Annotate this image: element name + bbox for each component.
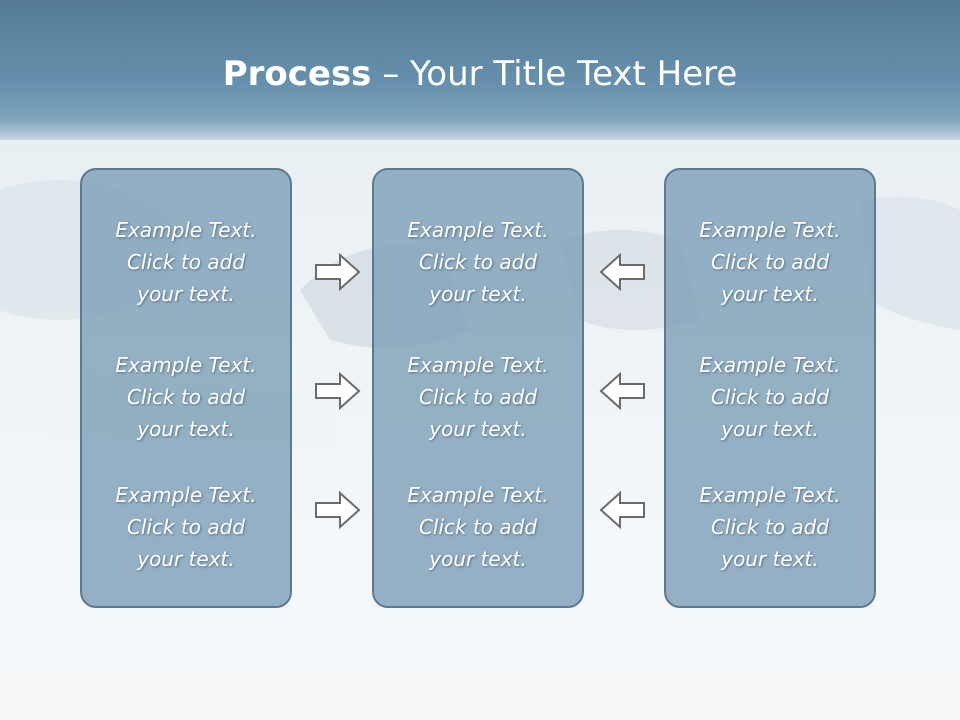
text-line: Click to add <box>710 385 830 409</box>
text-line: Click to add <box>126 515 246 539</box>
title-bold: Process <box>222 54 372 94</box>
text-line: Example Text. <box>115 353 257 377</box>
process-box-left[interactable]: Example Text. Click to add your text. Ex… <box>80 168 292 608</box>
title-band <box>0 0 960 140</box>
text-line: your text. <box>721 547 819 571</box>
text-line: your text. <box>429 547 527 571</box>
text-block[interactable]: Example Text. Click to add your text. <box>82 479 290 575</box>
text-line: your text. <box>721 417 819 441</box>
right-arrow-icon <box>315 252 361 292</box>
left-arrow-icon <box>599 490 645 530</box>
text-block[interactable]: Example Text. Click to add your text. <box>666 479 874 575</box>
right-arrow-icon <box>315 371 361 411</box>
left-arrow-icon <box>599 252 645 292</box>
text-line: Example Text. <box>699 353 841 377</box>
text-line: Click to add <box>126 250 246 274</box>
text-line: Example Text. <box>699 483 841 507</box>
text-line: Example Text. <box>115 218 257 242</box>
text-block[interactable]: Example Text. Click to add your text. <box>374 479 582 575</box>
text-line: your text. <box>137 282 235 306</box>
left-arrow-icon <box>599 371 645 411</box>
text-line: your text. <box>721 282 819 306</box>
text-block[interactable]: Example Text. Click to add your text. <box>374 214 582 310</box>
text-line: Click to add <box>418 385 538 409</box>
text-line: Example Text. <box>407 353 549 377</box>
text-line: Click to add <box>126 385 246 409</box>
text-line: Click to add <box>418 250 538 274</box>
text-block[interactable]: Example Text. Click to add your text. <box>82 214 290 310</box>
text-line: your text. <box>429 417 527 441</box>
process-box-right[interactable]: Example Text. Click to add your text. Ex… <box>664 168 876 608</box>
text-line: your text. <box>137 417 235 441</box>
text-line: Example Text. <box>407 483 549 507</box>
text-line: your text. <box>137 547 235 571</box>
text-block[interactable]: Example Text. Click to add your text. <box>82 349 290 445</box>
text-line: Example Text. <box>407 218 549 242</box>
text-line: Example Text. <box>699 218 841 242</box>
process-box-center[interactable]: Example Text. Click to add your text. Ex… <box>372 168 584 608</box>
right-arrow-icon <box>315 490 361 530</box>
text-line: Click to add <box>710 250 830 274</box>
text-block[interactable]: Example Text. Click to add your text. <box>666 349 874 445</box>
text-block[interactable]: Example Text. Click to add your text. <box>666 214 874 310</box>
title-rest: – Your Title Text Here <box>371 54 738 94</box>
text-line: Click to add <box>418 515 538 539</box>
text-line: your text. <box>429 282 527 306</box>
text-block[interactable]: Example Text. Click to add your text. <box>374 349 582 445</box>
text-line: Example Text. <box>115 483 257 507</box>
text-line: Click to add <box>710 515 830 539</box>
slide-title[interactable]: Process – Your Title Text Here <box>0 52 960 96</box>
